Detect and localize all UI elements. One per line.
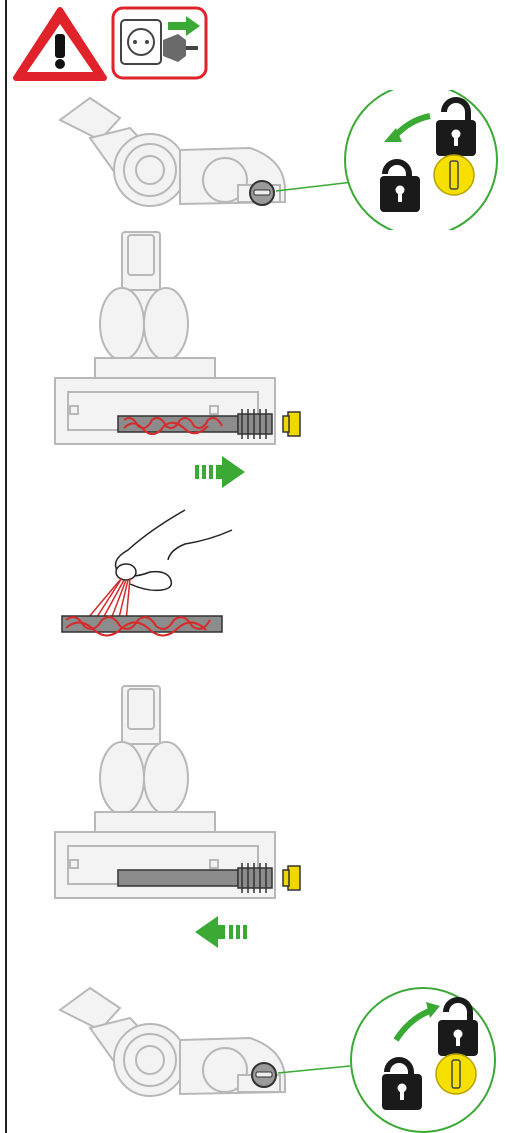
callout-line xyxy=(277,1065,351,1074)
padlock-open-icon xyxy=(382,1057,422,1110)
step-slide-out-brushbar xyxy=(0,230,505,500)
step-slide-in-brushbar xyxy=(0,670,505,960)
end-cap-coin-slot xyxy=(249,180,275,206)
coin-icon xyxy=(433,154,475,196)
brushbar-out xyxy=(117,409,273,439)
callout-line xyxy=(275,181,354,192)
cleaner-head-top-view xyxy=(54,231,276,445)
end-cap-yellow xyxy=(282,411,301,437)
padlock-closed-icon xyxy=(438,997,478,1056)
step-warning-unplug xyxy=(0,0,505,90)
cleaner-head-side-view xyxy=(58,986,286,1097)
coin-icon xyxy=(435,1053,477,1095)
callout-circle xyxy=(344,90,498,230)
hair-strands xyxy=(87,577,131,623)
hand-illustration xyxy=(114,509,233,592)
padlock-closed-icon xyxy=(436,97,476,156)
arrow-unlock-to-lock-icon xyxy=(393,1002,440,1042)
arrow-lock-to-unlock-icon xyxy=(384,113,431,142)
brushbar-clean xyxy=(117,863,273,893)
step-unlock-end-cap xyxy=(0,90,505,230)
page-margin-rule xyxy=(5,0,7,1133)
brushbar-removed xyxy=(61,615,223,637)
step-clear-hair xyxy=(0,500,505,670)
cleaner-head-side-view xyxy=(58,96,286,207)
end-cap-coin-slot xyxy=(251,1062,277,1088)
end-cap-yellow xyxy=(282,865,301,891)
padlock-open-icon xyxy=(380,159,420,212)
unplug-socket-icon xyxy=(111,6,208,80)
slide-in-arrow-icon xyxy=(195,916,247,948)
step-lock-end-cap xyxy=(0,960,505,1133)
warning-triangle-icon xyxy=(13,7,107,81)
callout-circle xyxy=(350,987,496,1133)
slide-out-arrow-icon xyxy=(195,456,245,488)
